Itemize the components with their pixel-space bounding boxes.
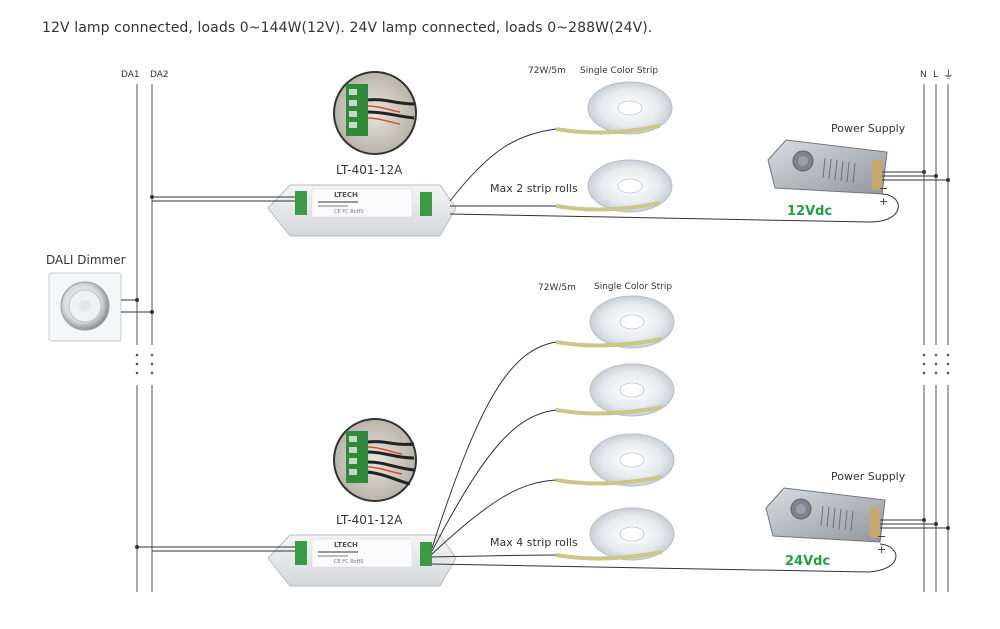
strip-reel-lower-2 [555,363,675,417]
strip-type-upper: Single Color Strip [580,66,658,76]
controller-model-lower: LT-401-12A [336,513,403,527]
strip-wire-upper-1 [449,128,557,202]
dali-dimmer-label: DALI Dimmer [46,253,126,267]
power-supply-upper [767,139,888,195]
da2-label: DA2 [150,70,169,80]
max-strips-lower: Max 4 strip rolls [490,536,578,549]
controller-lower: LTECH CE FC RoHS [267,534,457,587]
live-label: L [933,70,938,80]
dc-wire-upper [449,193,899,223]
strip-spec-lower: 72W/5m [538,283,576,293]
psu-minus-lower: − [877,530,886,543]
psu-minus-upper: − [879,182,888,195]
terminal-zoom-lower [333,418,417,502]
strip-spec-upper: 72W/5m [528,66,566,76]
earth-icon: ⏚ [943,68,954,81]
controller-model-upper: LT-401-12A [336,163,403,177]
upper-circuit: LT-401-12A LTECH CE FC RoHS 72W/5m Singl… [150,66,950,237]
neutral-label: N [920,70,927,80]
da1-label: DA1 [121,70,140,80]
controller-upper: LTECH CE FC RoHS [267,184,457,237]
controller-marks-upper: CE FC RoHS [334,209,363,215]
strip-type-lower: Single Color Strip [594,282,672,292]
mains-bus: N L ⏚ [920,68,954,592]
power-supply-label-lower: Power Supply [831,470,906,483]
strip-wire-lower-2 [431,409,557,552]
controller-brand-upper: LTECH [334,191,358,199]
strip-wire-lower-1 [431,341,557,549]
controller-marks-lower: CE FC RoHS [334,559,363,565]
mains-bus-break-dots [922,353,950,375]
da-bus-break-dots [135,353,154,375]
strip-reel-lower-4 [555,507,675,561]
power-supply-lower [765,487,886,543]
strip-wire-lower-4 [431,554,557,558]
controller-brand-lower: LTECH [334,541,358,549]
max-strips-upper: Max 2 strip rolls [490,182,578,195]
power-supply-label-upper: Power Supply [831,122,906,135]
strip-wire-lower-3 [431,479,557,555]
terminal-zoom-upper [333,71,417,155]
voltage-label-lower: 24Vdc [785,554,830,569]
lower-circuit: LT-401-12A LTECH CE FC RoHS 72W/5m Singl… [135,282,950,587]
strip-reel-lower-1 [555,295,675,349]
psu-plus-upper: + [879,195,888,208]
psu-plus-lower: + [877,543,886,556]
page-heading: 12V lamp connected, loads 0~144W(12V). 2… [42,20,653,36]
strip-reel-upper-2 [555,159,673,213]
strip-reel-lower-3 [555,433,675,487]
strip-reel-upper-1 [555,81,673,135]
dc-wire-lower [431,543,897,573]
dali-dimmer: DALI Dimmer [46,253,154,342]
dali-bus: DA1 DA2 [121,70,169,592]
voltage-label-upper: 12Vdc [787,204,832,219]
